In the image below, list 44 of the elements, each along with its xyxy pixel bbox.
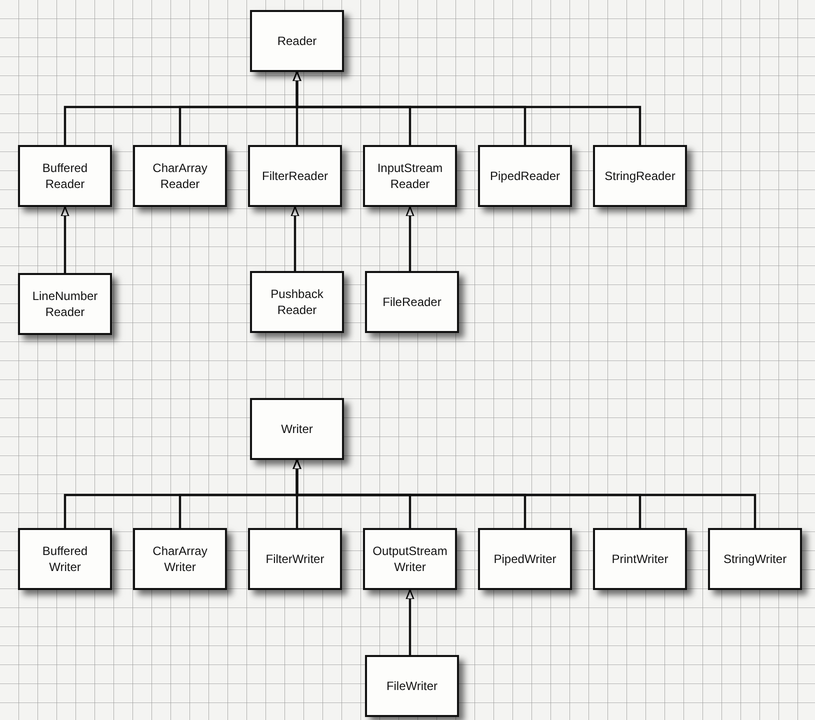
class-name: Pushback Reader — [270, 286, 324, 318]
inheritance-arrow — [292, 71, 642, 145]
class-box — [18, 273, 112, 335]
class-name: PipedWriter — [494, 550, 556, 568]
class-name: OutputStream Writer — [372, 542, 448, 576]
class-box — [365, 271, 459, 333]
class-name: Buffered Reader — [41, 160, 89, 192]
class-name: FileWriter — [386, 678, 438, 694]
class-name: LineNumber Reader — [31, 288, 99, 320]
class-box — [250, 398, 344, 460]
class-box — [250, 10, 344, 72]
class-box — [593, 528, 687, 590]
class-name: Reader — [277, 32, 317, 50]
class-name: StringWriter — [723, 550, 787, 568]
class-box — [250, 271, 344, 333]
class-box — [133, 145, 227, 207]
inheritance-arrow — [290, 206, 300, 271]
class-name: StringReader — [604, 168, 676, 184]
inheritance-arrow — [406, 206, 414, 271]
class-box — [248, 145, 342, 207]
class-box — [133, 528, 227, 590]
inheritance-arrow — [60, 206, 70, 273]
class-box — [18, 145, 112, 207]
inheritance-arrow — [292, 459, 756, 528]
class-name: FileReader — [382, 294, 442, 310]
class-box — [365, 655, 459, 717]
inheritance-arrow — [406, 589, 414, 655]
class-name: PrintWriter — [612, 550, 668, 568]
class-name: Writer — [281, 420, 313, 438]
class-name: InputStream Reader — [376, 160, 444, 192]
class-box — [708, 528, 802, 590]
class-name: FilterWriter — [266, 550, 324, 568]
class-box — [478, 145, 572, 207]
class-name: CharArray Writer — [152, 542, 208, 576]
class-box — [363, 528, 457, 590]
class-name: FilterReader — [262, 168, 328, 184]
class-box — [248, 528, 342, 590]
class-box — [478, 528, 572, 590]
class-box — [363, 145, 457, 207]
class-box — [18, 528, 112, 590]
class-name: Buffered Writer — [41, 542, 89, 576]
class-box — [593, 145, 687, 207]
class-name: CharArray Reader — [152, 160, 208, 192]
class-name: PipedReader — [490, 168, 560, 184]
